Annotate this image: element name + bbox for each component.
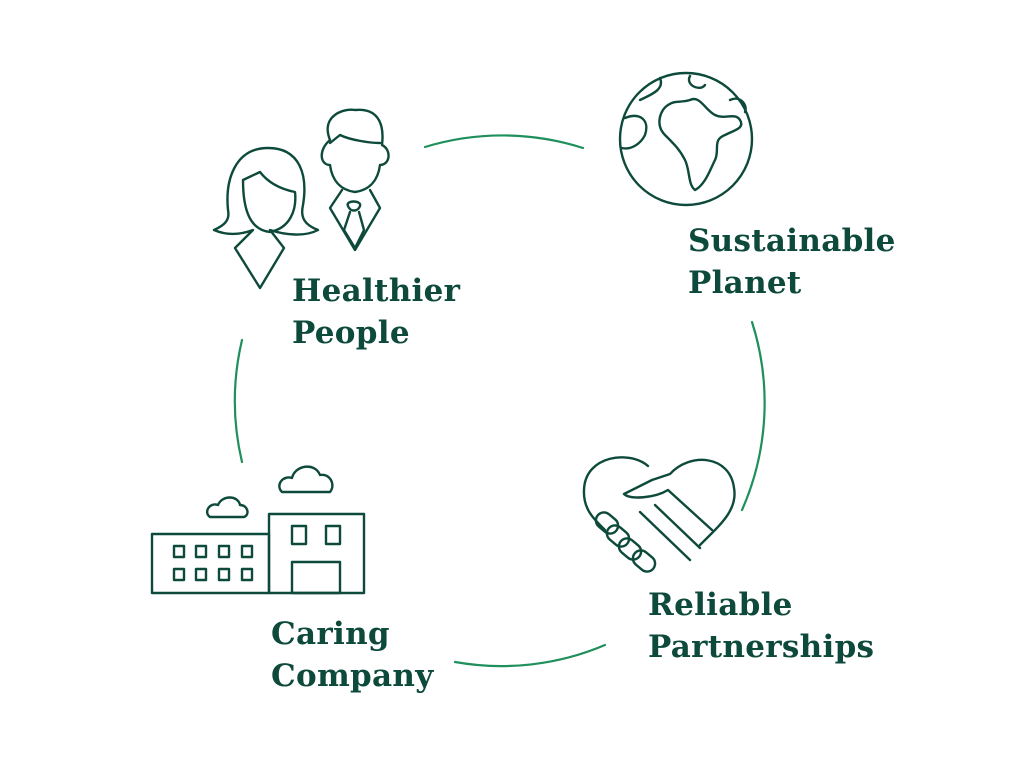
label-healthier-people: Healthier People — [292, 270, 460, 354]
label-line: Caring — [271, 616, 390, 652]
label-line: Reliable — [648, 587, 793, 623]
arc-bottom — [453, 643, 607, 668]
label-line: Healthier — [292, 273, 461, 309]
people-icon — [212, 108, 390, 290]
arc-right — [740, 320, 766, 512]
arc-top — [423, 134, 585, 150]
label-line: Sustainable — [688, 223, 896, 259]
handshake-heart-icon — [582, 456, 736, 573]
arc-left — [233, 338, 244, 464]
globe-icon — [618, 71, 754, 207]
label-line: Company — [271, 658, 434, 694]
label-reliable-partnerships: Reliable Partnerships — [648, 584, 874, 668]
label-caring-company: Caring Company — [271, 613, 434, 697]
factory-icon — [150, 465, 366, 595]
label-sustainable-planet: Sustainable Planet — [688, 220, 896, 304]
label-line: Planet — [688, 265, 802, 301]
label-line: People — [292, 315, 410, 351]
label-line: Partnerships — [648, 629, 875, 665]
